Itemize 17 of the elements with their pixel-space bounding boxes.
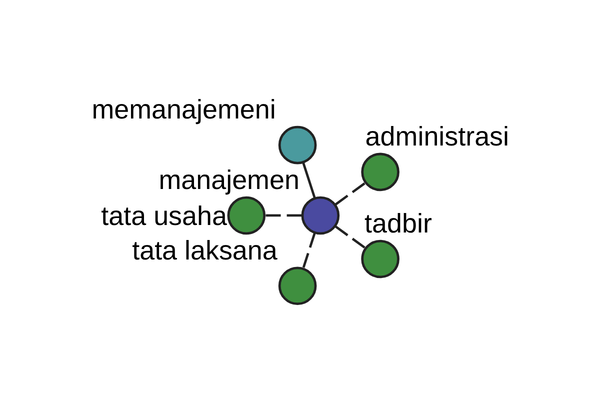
node-label: tata usaha [101, 200, 227, 231]
node-circle [278, 266, 317, 305]
connector [302, 162, 316, 198]
connector [302, 232, 316, 268]
connector [264, 214, 302, 216]
node-circle [227, 196, 266, 234]
node-label: administrasi [365, 121, 510, 152]
connector [334, 181, 366, 205]
node-circle [361, 239, 400, 278]
node-label: tata laksana [132, 235, 278, 266]
node-label: tadbir [364, 208, 432, 238]
node-circle [301, 196, 340, 234]
connector [334, 224, 366, 249]
node-circle [361, 152, 400, 191]
node-label: manajemen [158, 164, 300, 195]
node-circle [278, 125, 317, 164]
node-label: memanajemeni [92, 94, 276, 124]
